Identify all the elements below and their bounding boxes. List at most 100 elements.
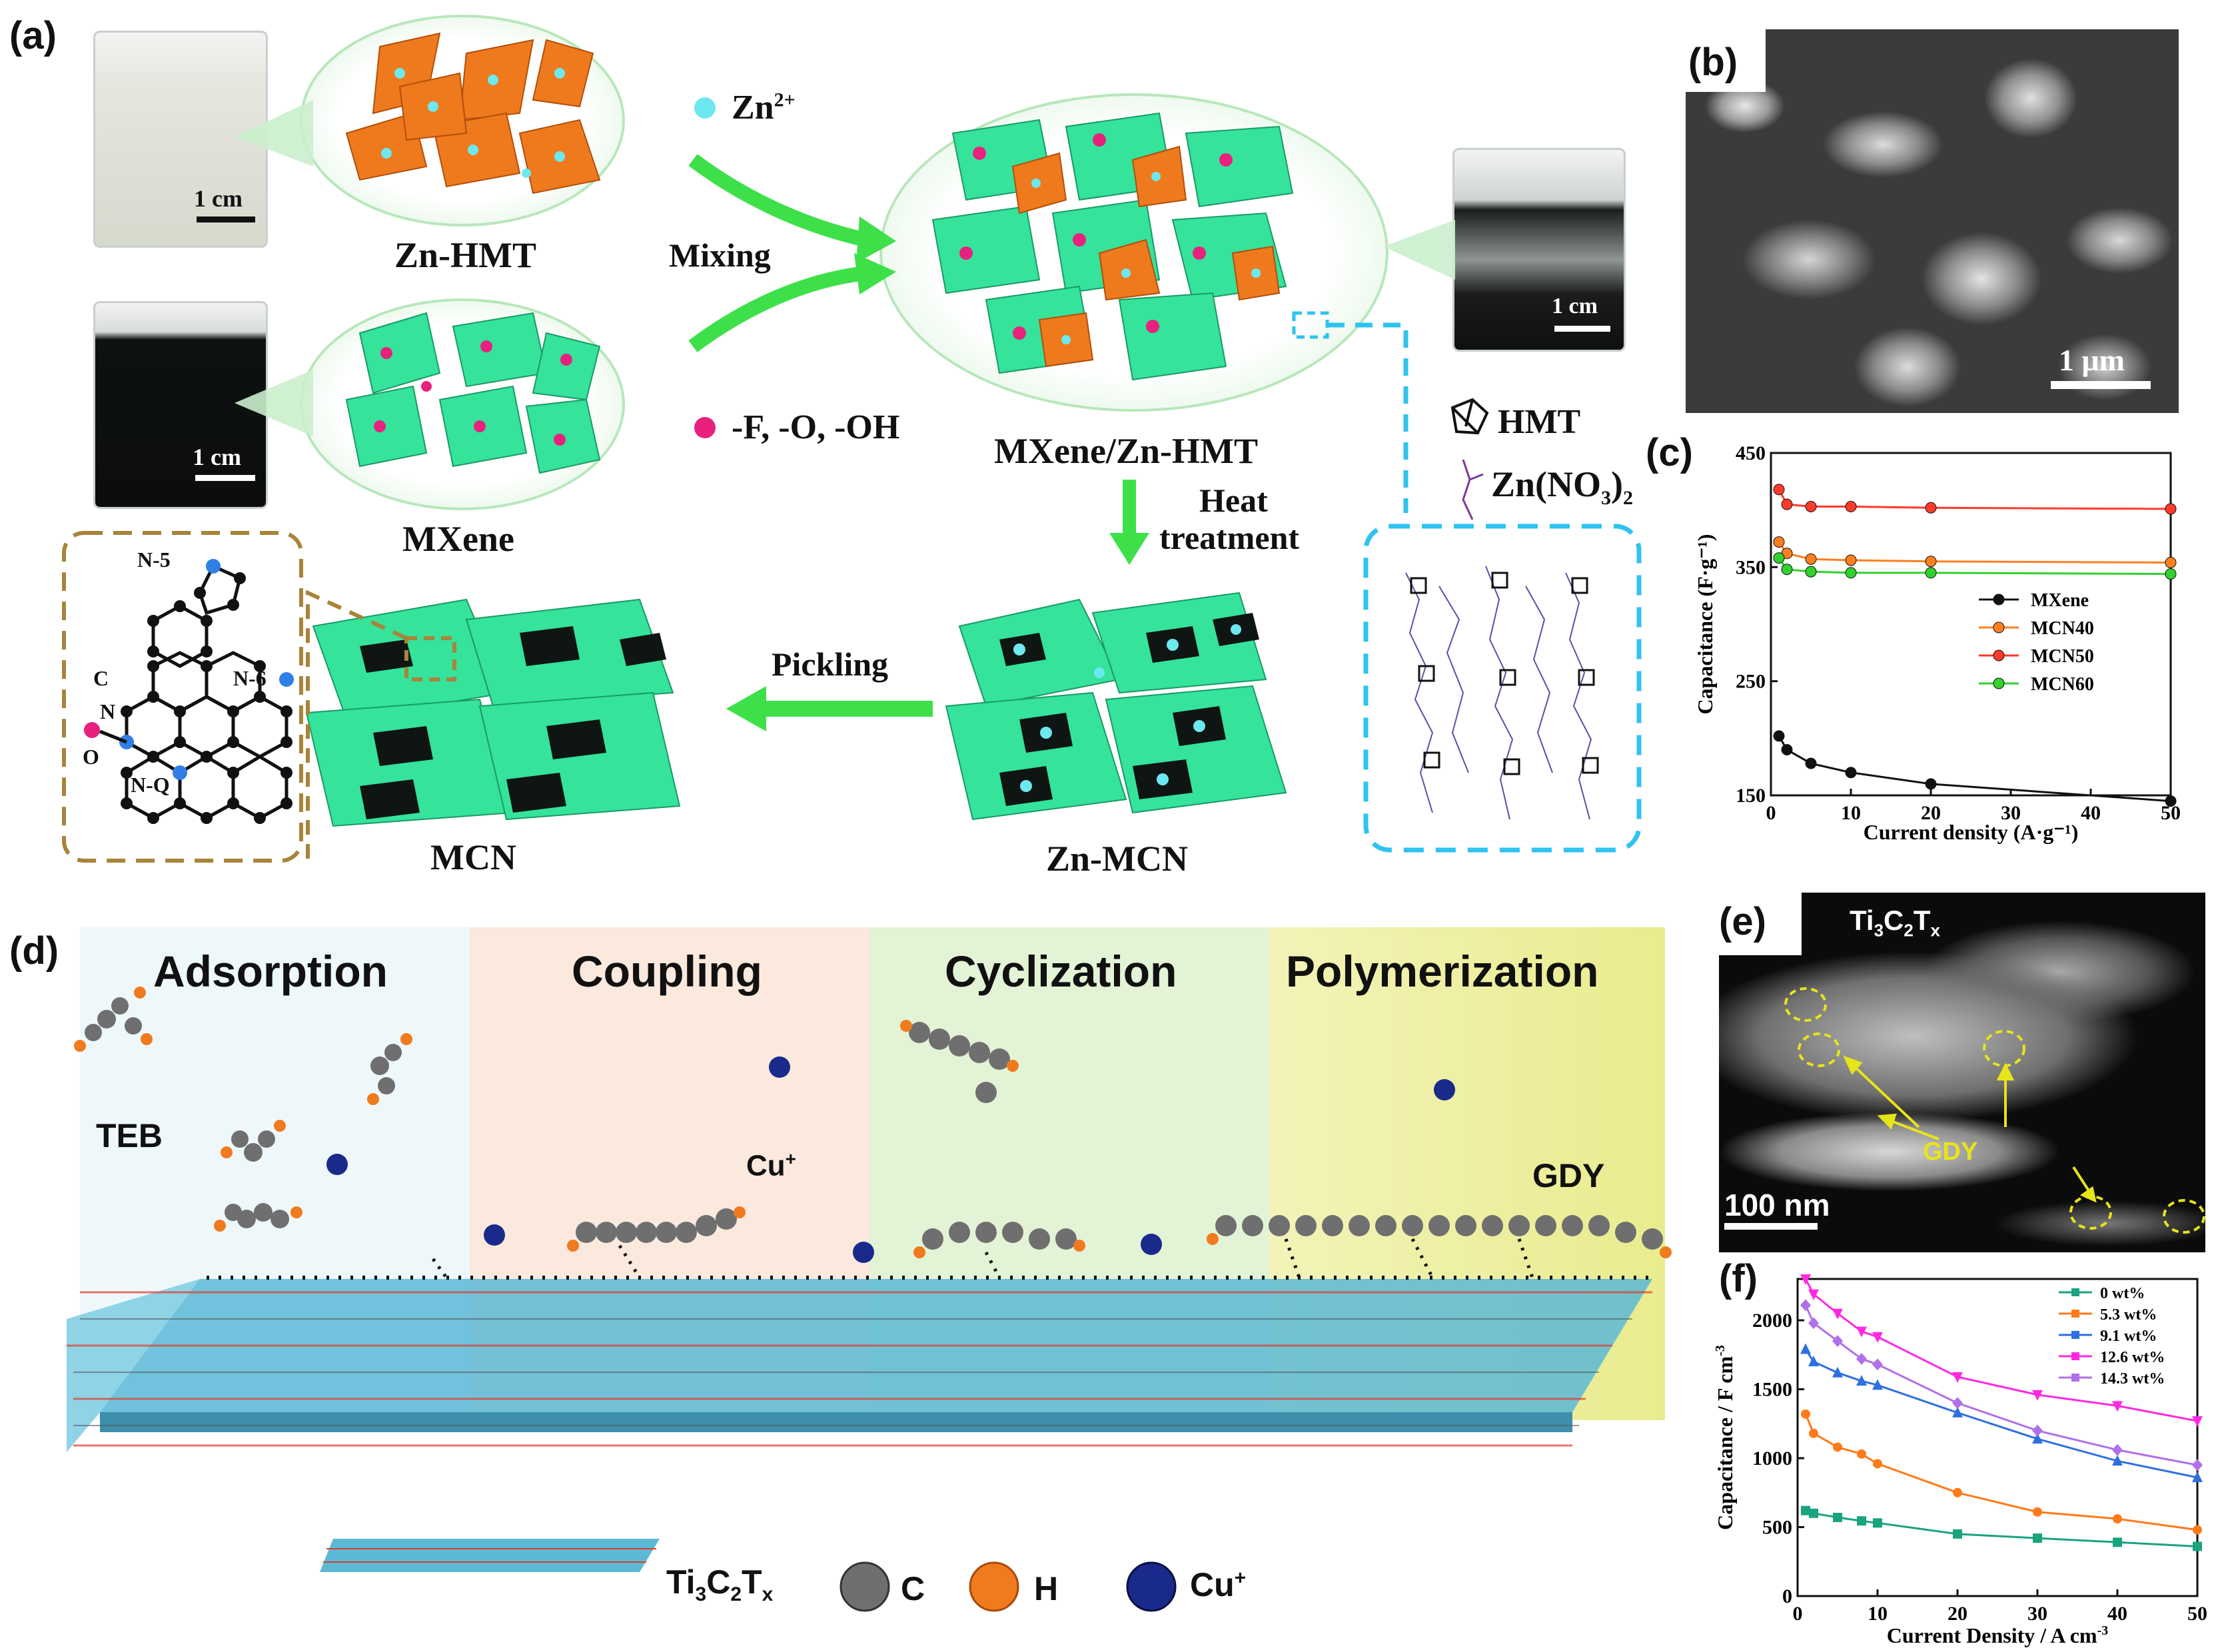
scale-bar [197, 216, 255, 222]
data-point [1925, 778, 1937, 790]
gdy-label: GDY [1532, 1157, 1605, 1194]
data-point [2112, 1444, 2123, 1456]
data-point [2032, 1433, 2043, 1444]
legend-label: 5.3 wt% [2100, 1306, 2157, 1324]
x-tick-label: 40 [2107, 1603, 2127, 1625]
data-point [2032, 1390, 2043, 1401]
zn-ion-sup: 2+ [774, 89, 796, 111]
data-point [1805, 553, 1817, 565]
x-tick-label: 40 [2081, 802, 2101, 824]
sem-scale-label: 1 μm [2059, 343, 2125, 377]
data-point [2192, 1471, 2203, 1483]
teb-label: TEB [96, 1117, 163, 1154]
data-point [1832, 1366, 1843, 1378]
legend-marker [2071, 1310, 2079, 1318]
data-point [1832, 1308, 1843, 1320]
zn-nitrate-icon [1462, 459, 1484, 520]
data-point [2112, 1455, 2123, 1466]
plot-frame [1770, 452, 2172, 797]
x-tick-label: 10 [1841, 802, 1861, 824]
legend-hydrogen-icon [969, 1561, 1019, 1612]
data-point [1773, 730, 1785, 742]
legend-marker [2071, 1352, 2079, 1360]
panel-b-label-bg [1686, 29, 1766, 92]
vial-zn-hmt: 1 cm [93, 31, 268, 248]
x-axis-label: Current density (A·g⁻¹) [1864, 820, 2079, 844]
stage-polymerization: Polymerization [1286, 947, 1599, 996]
legend-label: 9.1 wt% [2100, 1328, 2157, 1345]
data-point [1808, 1317, 1819, 1330]
x-tick-label: 0 [1793, 1603, 1803, 1625]
legend-cu-icon [1126, 1561, 1177, 1612]
pickling-label: Pickling [772, 645, 889, 683]
data-point [1873, 1518, 1882, 1528]
nq-label: N-Q [131, 773, 170, 797]
series-line [1805, 1509, 2198, 1547]
data-point [1773, 552, 1785, 564]
n6-label: N-6 [233, 666, 267, 690]
legend-ti-sub1: 3 [695, 1583, 707, 1605]
data-point [1800, 1343, 1811, 1354]
panel-d-graphics [67, 987, 1672, 1612]
legend-t: T [742, 1563, 762, 1601]
legend-ti-sub3: x [762, 1583, 774, 1605]
c-label: C [93, 666, 109, 690]
panel-c-label: (c) [1646, 431, 1693, 474]
data-point [1857, 1449, 1866, 1459]
legend-label: MCN60 [2031, 674, 2094, 695]
data-point [1953, 1529, 1962, 1539]
n5-label: N-5 [137, 548, 171, 572]
tem-title-ti: Ti [1850, 905, 1874, 936]
data-point [1857, 1516, 1866, 1526]
x-axis-label-sup: -3 [2097, 1623, 2109, 1638]
mixing-label: Mixing [669, 236, 771, 274]
data-point [1800, 1299, 1811, 1312]
zn-nitrate-tail: ) [1611, 464, 1624, 504]
data-point [1805, 757, 1817, 769]
data-point [1925, 567, 1937, 579]
data-point [1856, 1326, 1867, 1338]
panel-e-label: (e) [1719, 900, 1766, 943]
data-point [2033, 1507, 2042, 1517]
data-point [1953, 1487, 1962, 1497]
tem-scale-label: 100 nm [1724, 1188, 1830, 1222]
tem-title-c: C [1884, 905, 1904, 936]
legend-mxene-slab-icon [320, 1539, 660, 1572]
y-tick-label: 450 [1736, 442, 1766, 464]
legend-carbon-icon [839, 1561, 890, 1612]
data-point [1872, 1358, 1883, 1371]
x-tick-label: 50 [2187, 1603, 2207, 1625]
terminal-group-label: -F, -O, -OH [732, 408, 900, 446]
legend-label: MXene [2031, 590, 2089, 611]
y-axis-label: Capacitance / F cm-3 [1713, 1345, 1737, 1530]
data-point [2165, 795, 2177, 807]
data-point [1833, 1513, 1842, 1523]
teb-molecule-icon [74, 987, 153, 1052]
data-point [1845, 554, 1857, 566]
data-point [1781, 564, 1793, 576]
data-point [1809, 1508, 1818, 1518]
mxene-znhmt-label: MXene/Zn-HMT [994, 431, 1258, 471]
series-line [1804, 1348, 2198, 1479]
series-line [1778, 541, 2171, 564]
data-point [1952, 1372, 1963, 1383]
x-tick-label: 30 [2001, 802, 2021, 824]
data-point [1873, 1459, 1882, 1469]
data-point [1845, 501, 1857, 513]
legend-carbon-label: C [901, 1570, 925, 1607]
zn-mcn-label: Zn-MCN [1046, 839, 1188, 879]
data-point [1801, 1409, 1810, 1419]
y-axis-label: Capacitance (F·g⁻¹) [1693, 534, 1717, 715]
data-point [2113, 1537, 2122, 1547]
y-tick-label: 1500 [1752, 1379, 1792, 1401]
legend-marker [2071, 1331, 2079, 1339]
legend-marker [2071, 1374, 2079, 1382]
legend-cu-text: Cu [1190, 1566, 1235, 1603]
legend-ti: Ti [666, 1563, 696, 1601]
zn-ion-label: Zn2+ [732, 88, 796, 127]
terminal-group-icon [694, 417, 716, 438]
y-tick-label: 2000 [1752, 1310, 1792, 1332]
sem-image: 1 μm [1686, 29, 2179, 413]
cu-sup: + [785, 1148, 797, 1169]
